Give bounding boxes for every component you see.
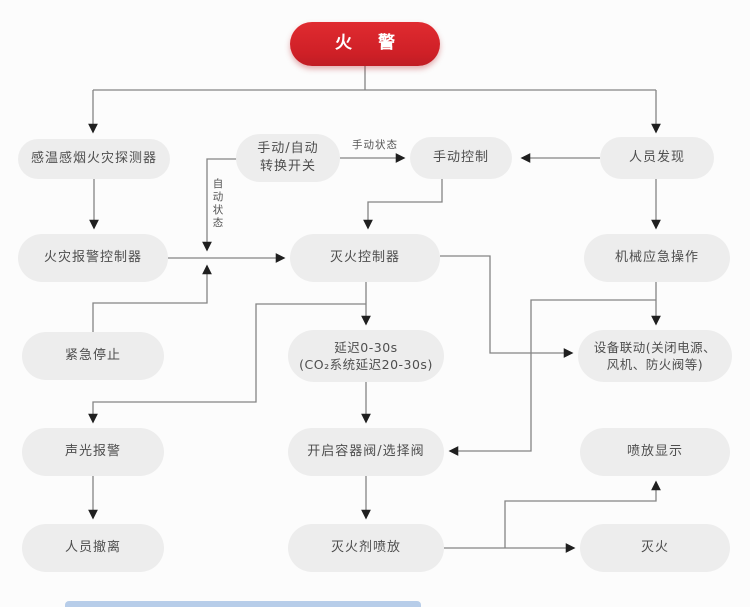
node-open-valve: 开启容器阀/选择阀: [288, 428, 444, 476]
edge-extctrl-to-linkage: [440, 255, 574, 358]
node-person-discovery: 人员发现: [600, 137, 714, 179]
node-equipment-linkage: 设备联动(关闭电源、 风机、防火阀等): [578, 330, 732, 382]
node-manual-auto-switch: 手动/自动 转换开关: [236, 134, 340, 182]
node-extinguished: 灭火: [580, 524, 730, 572]
cropped-bottom-strip: [65, 601, 421, 607]
node-fire-alarm: 火 警: [290, 22, 440, 66]
label-auto-state: 自 动 状 态: [212, 178, 224, 230]
node-delay: 延迟0-30s (CO₂系统延迟20-30s): [288, 330, 444, 382]
label-manual-state: 手动状态: [352, 139, 398, 151]
node-sound-light-alarm: 声光报警: [22, 428, 164, 476]
node-evacuation: 人员撤离: [22, 524, 164, 572]
node-emergency-stop: 紧急停止: [22, 332, 164, 380]
node-mechanical-emergency: 机械应急操作: [584, 234, 730, 282]
node-manual-control: 手动控制: [410, 137, 512, 179]
node-agent-discharge: 灭火剂喷放: [288, 524, 444, 572]
node-extinguishing-controller: 灭火控制器: [290, 234, 440, 282]
node-fire-alarm-controller: 火灾报警控制器: [18, 234, 168, 282]
node-discharge-display: 喷放显示: [580, 428, 730, 476]
edge-manual-to-extctrl: [363, 179, 443, 230]
node-detector: 感温感烟火灾探测器: [18, 139, 170, 179]
